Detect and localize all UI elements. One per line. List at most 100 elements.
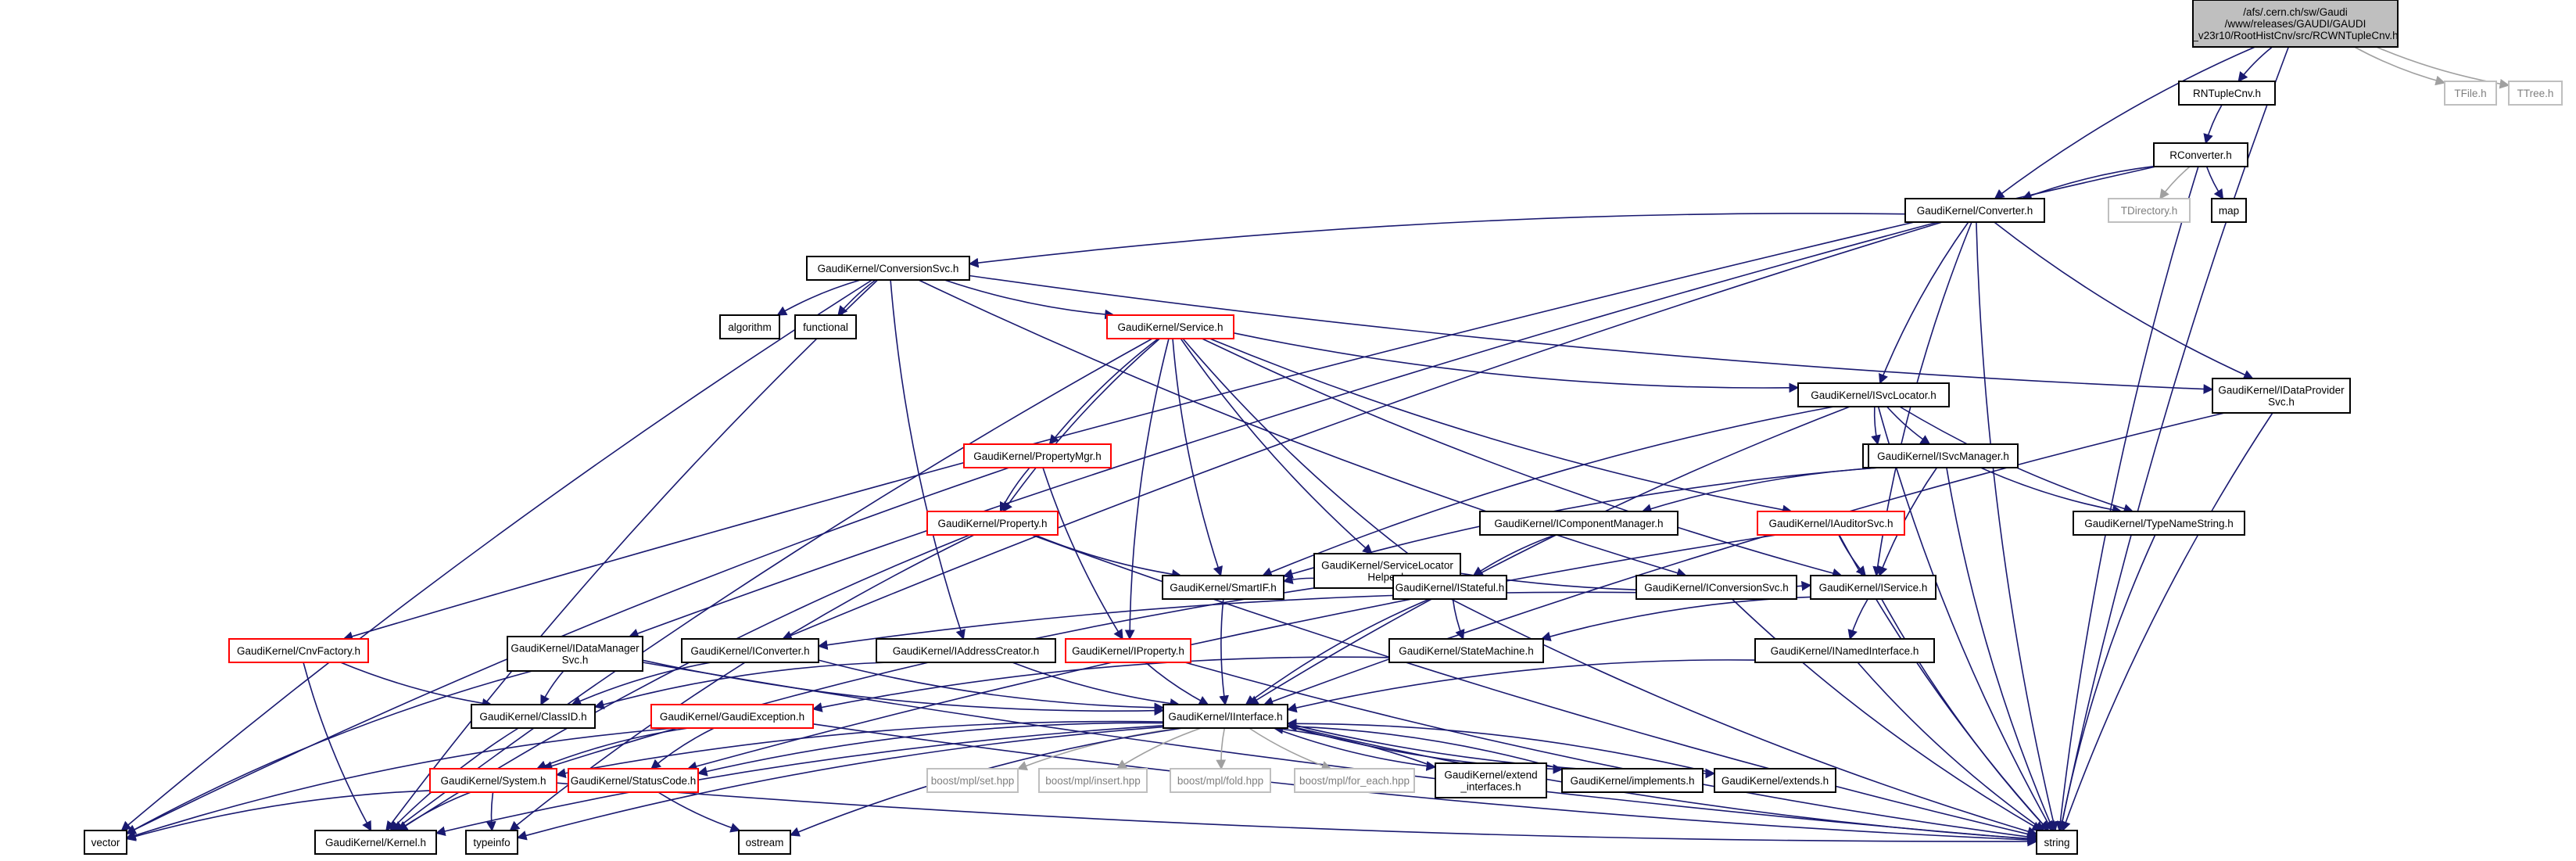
graph-node-classid[interactable]: GaudiKernel/ClassID.h [471,704,596,729]
edge-system-to-typeinfo [485,791,496,832]
node-label: GaudiKernel/IConversionSvc.h [1644,582,1789,594]
node-label: string [2044,837,2069,848]
edge-service-to-kernel [392,338,1153,831]
graph-node-tfile[interactable]: TFile.h [2444,81,2497,106]
graph-node-iauditorsvc[interactable]: GaudiKernel/IAuditorSvc.h [1757,511,1905,536]
node-label: GaudiKernel/ClassID.h [479,711,586,723]
node-label: GaudiKernel/TypeNameString.h [2084,518,2234,529]
node-box [806,256,970,281]
edge-istateful-to-statemachine [1452,598,1465,640]
graph-node-mplinsert[interactable]: boost/mpl/insert.hpp [1038,768,1148,793]
graph-node-gaudiexception[interactable]: GaudiKernel/GaudiException.h [650,704,814,729]
node-box [1904,198,2045,223]
edge-iauditorsvc-to-statuscode [686,534,1777,772]
graph-node-cnvfactory[interactable]: GaudiKernel/CnvFactory.h [228,638,369,663]
node-box [876,638,1056,663]
edge-isvclocator-to-iinterface [1248,406,1850,705]
node-label: GaudiKernel/IProperty.h [1072,645,1184,657]
node-box [1636,575,1797,600]
edge-service-to-propertymgr [1048,338,1159,445]
edge-inamedinterface-to-string [1857,662,2045,831]
node-label: GaudiKernel/CnvFactory.h [237,645,360,657]
edge-converter-to-idatamanagersvc [628,221,1938,639]
node-box [1106,314,1234,339]
edge-icomponentmanager-to-istateful [1472,534,1556,576]
graph-node-isvcmanager[interactable]: GaudiKernel/ISvcManager.h [1868,443,2019,468]
node-label: GaudiKernel/Property.h [937,518,1047,529]
graph-node-algorithm[interactable]: algorithm [719,314,780,339]
graph-node-smartif[interactable]: GaudiKernel/SmartIF.h [1162,575,1284,600]
graph-node-mplset[interactable]: boost/mpl/set.hpp [926,768,1019,793]
edge-property-to-smartif [1034,534,1182,579]
edge-rconverter-to-map [2205,166,2224,200]
graph-node-functional[interactable]: functional [794,314,857,339]
node-label: GaudiKernel/IService.h [1819,582,1928,594]
edge-gaudiexception-to-string [812,723,2038,845]
graph-node-property[interactable]: GaudiKernel/Property.h [926,511,1059,536]
edge-system-to-kernel [397,791,471,831]
node-label: GaudiKernel/Kernel.h [325,837,426,848]
graph-node-iaddresscreator[interactable]: GaudiKernel/IAddressCreator.h [876,638,1056,663]
graph-node-statuscode[interactable]: GaudiKernel/StatusCode.h [568,768,699,793]
graph-node-conversionsvc[interactable]: GaudiKernel/ConversionSvc.h [806,256,970,281]
graph-node-typenamestring[interactable]: GaudiKernel/TypeNameString.h [2073,511,2245,536]
node-label: typeinfo [473,837,510,848]
edge-converter-to-conversionsvc [968,213,1906,268]
graph-node-extends[interactable]: GaudiKernel/extends.h [1714,768,1836,793]
graph-node-ostream[interactable]: ostream [738,830,791,855]
graph-node-map[interactable]: map [2211,198,2247,223]
graph-node-vector[interactable]: vector [84,830,127,855]
edge-iproperty-to-iinterface [1145,662,1209,705]
node-label: GaudiKernel/ISvcManager.h [1877,450,2009,462]
node-label: GaudiKernel/Service.h [1117,321,1223,333]
graph-node-rconverter[interactable]: RConverter.h [2153,142,2248,167]
node-box [1170,768,1271,793]
graph-node-converter[interactable]: GaudiKernel/Converter.h [1904,198,2045,223]
graph-node-icomponentmanager[interactable]: GaudiKernel/IComponentManager.h [1479,511,1679,536]
node-label: GaudiKernel/GaudiException.h [660,711,804,723]
edge-iinterface-to-extendinterfaces [1274,727,1437,771]
graph-node-mplfold[interactable]: boost/mpl/fold.hpp [1170,768,1271,793]
edge-isvclocator-to-isvcmanager [1886,406,1931,445]
graph-node-isvclocator[interactable]: GaudiKernel/ISvcLocator.h [1797,382,1950,407]
edge-conversionsvc-to-iaddresscreator [890,279,966,640]
graph-node-string[interactable]: string [2036,830,2078,855]
graph-node-typeinfo[interactable]: typeinfo [465,830,518,855]
graph-node-implements[interactable]: GaudiKernel/implements.h [1561,768,1704,793]
graph-node-inamedinterface[interactable]: GaudiKernel/INamedInterface.h [1754,638,1935,663]
edge-cnvfactory-to-kernel [303,662,372,832]
graph-node-propertymgr[interactable]: GaudiKernel/PropertyMgr.h [963,443,1112,468]
graph-node-rntuplecnv[interactable]: RNTupleCnv.h [2178,81,2276,106]
graph-node-iconversionsvc[interactable]: GaudiKernel/IConversionSvc.h [1636,575,1797,600]
graph-node-iproperty[interactable]: GaudiKernel/IProperty.h [1065,638,1191,663]
graph-node-service[interactable]: GaudiKernel/Service.h [1106,314,1234,339]
graph-node-ttree[interactable]: TTree.h [2508,81,2563,106]
node-box [926,511,1059,536]
node-box [1435,762,1547,798]
edge-idatamanagersvc-to-string [642,662,2038,845]
graph-node-kernel[interactable]: GaudiKernel/Kernel.h [314,830,437,855]
graph-node-tdirectory[interactable]: TDirectory.h [2108,198,2191,223]
node-box [650,704,814,729]
graph-node-iservice[interactable]: GaudiKernel/IService.h [1810,575,1936,600]
graph-node-extendinterfaces[interactable]: GaudiKernel/extend_interfaces.h [1435,762,1547,798]
graph-node-statemachine[interactable]: GaudiKernel/StateMachine.h [1388,638,1544,663]
graph-node-mplforeach[interactable]: boost/mpl/for_each.hpp [1294,768,1415,793]
node-label: boost/mpl/fold.hpp [1177,775,1263,787]
node-box [228,638,369,663]
graph-node-root[interactable]: /afs/.cern.ch/sw/Gaudi/www/releases/GAUD… [2191,0,2399,48]
edge-statemachine-to-gaudiexception [811,656,1390,712]
node-label: GaudiKernel/StateMachine.h [1399,645,1534,657]
node-box [794,314,857,339]
edge-iinterface-to-mplset [1016,727,1180,771]
graph-node-system[interactable]: GaudiKernel/System.h [429,768,557,793]
edge-iaddresscreator-to-classid [593,662,889,710]
graph-node-istateful[interactable]: GaudiKernel/IStateful.h [1392,575,1507,600]
graph-node-iinterface[interactable]: GaudiKernel/IInterface.h [1163,704,1288,729]
edge-isvcmanager-to-icomponentmanager [1641,467,1880,514]
graph-node-iconverter[interactable]: GaudiKernel/IConverter.h [681,638,819,663]
node-label: boost/mpl/insert.hpp [1045,775,1141,787]
